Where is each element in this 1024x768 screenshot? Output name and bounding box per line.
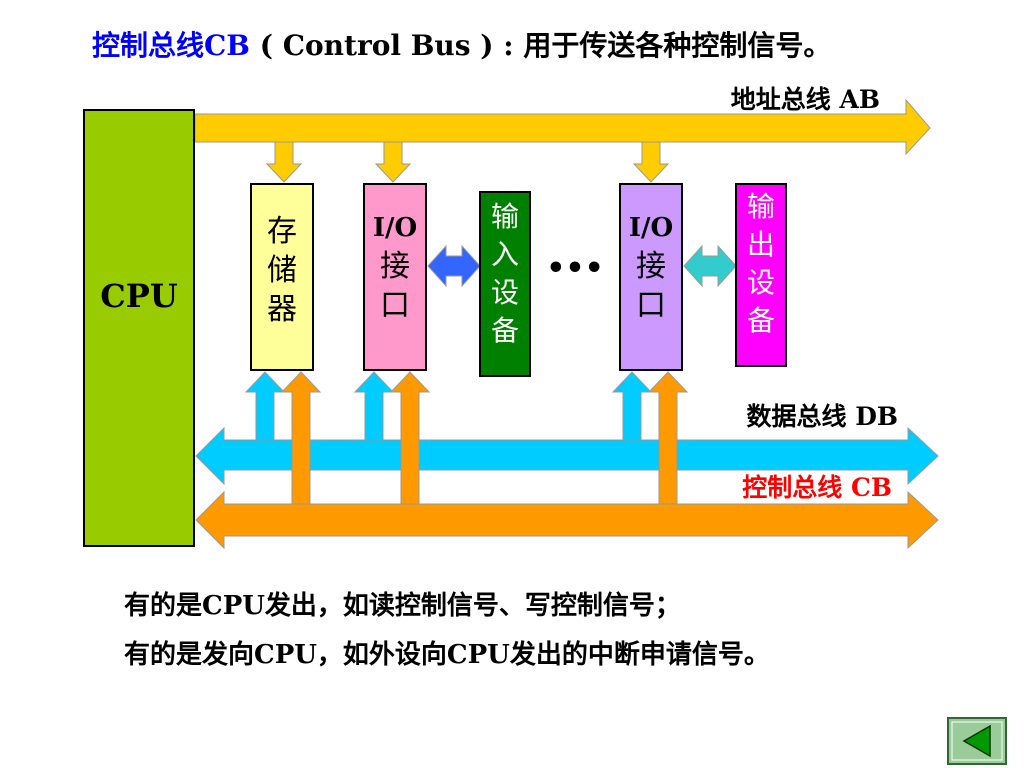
io-interface-1-box [363,183,427,371]
address-bus-label: 地址总线 AB [731,85,880,114]
back-triangle-icon [962,724,991,758]
output-device-box [735,183,787,367]
title-suffix: ( Control Bus ) : 用于传送各种控制信号。 [249,29,832,62]
db-to-memory-arrow [244,371,286,441]
io2-label-io: I/O [629,213,673,243]
address-bus-arrow [194,98,931,156]
io-interface-2-box [619,183,683,371]
data-bus-label: 数据总线 DB [746,402,898,431]
title-prefix: 控制总线CB [92,29,250,62]
back-nav-button[interactable] [947,717,1007,765]
ellipsis: ••• [546,251,604,286]
cb-to-io1-arrow [389,371,431,505]
cpu-box [83,109,195,547]
input-char-3: 设 [491,276,519,309]
ab-to-io1-arrow [374,141,412,183]
io1-label-io: I/O [373,213,417,243]
note-line-1: 有的是CPU发出，如读控制信号、写控制信号； [124,591,681,621]
io2-char-2: 口 [636,288,666,323]
note-line-2: 有的是发向CPU，如外设向CPU发出的中断申请信号。 [124,640,770,670]
io1-char-2: 口 [380,288,410,323]
io1-input-link-arrow [427,244,481,288]
memory-char-2: 储 [267,253,297,288]
input-char-2: 入 [491,238,519,271]
output-char-4: 备 [747,304,775,337]
data-bus-arrow [195,426,939,486]
memory-box [250,183,314,371]
cb-to-io2-arrow [647,371,689,505]
input-device-box [479,191,531,377]
control-bus-label: 控制总线 CB [742,473,892,502]
io2-char-1: 接 [636,249,666,284]
slide-title: 控制总线CB ( Control Bus ) : 用于传送各种控制信号。 [92,24,831,64]
ab-to-memory-arrow [265,141,303,183]
memory-char-3: 器 [267,292,297,327]
control-bus-arrow [195,490,939,550]
db-to-io1-arrow [353,371,395,441]
output-char-2: 出 [747,228,775,261]
ab-to-io2-arrow [632,141,670,183]
input-char-4: 备 [491,314,519,347]
memory-char-1: 存 [267,214,297,249]
output-char-3: 设 [747,266,775,299]
output-char-1: 输 [747,190,775,223]
cb-to-memory-arrow [280,371,322,505]
db-to-io2-arrow [611,371,653,441]
io1-char-1: 接 [380,249,410,284]
cpu-label: CPU [100,277,178,315]
input-char-1: 输 [491,200,519,233]
io2-output-link-arrow [683,244,737,288]
